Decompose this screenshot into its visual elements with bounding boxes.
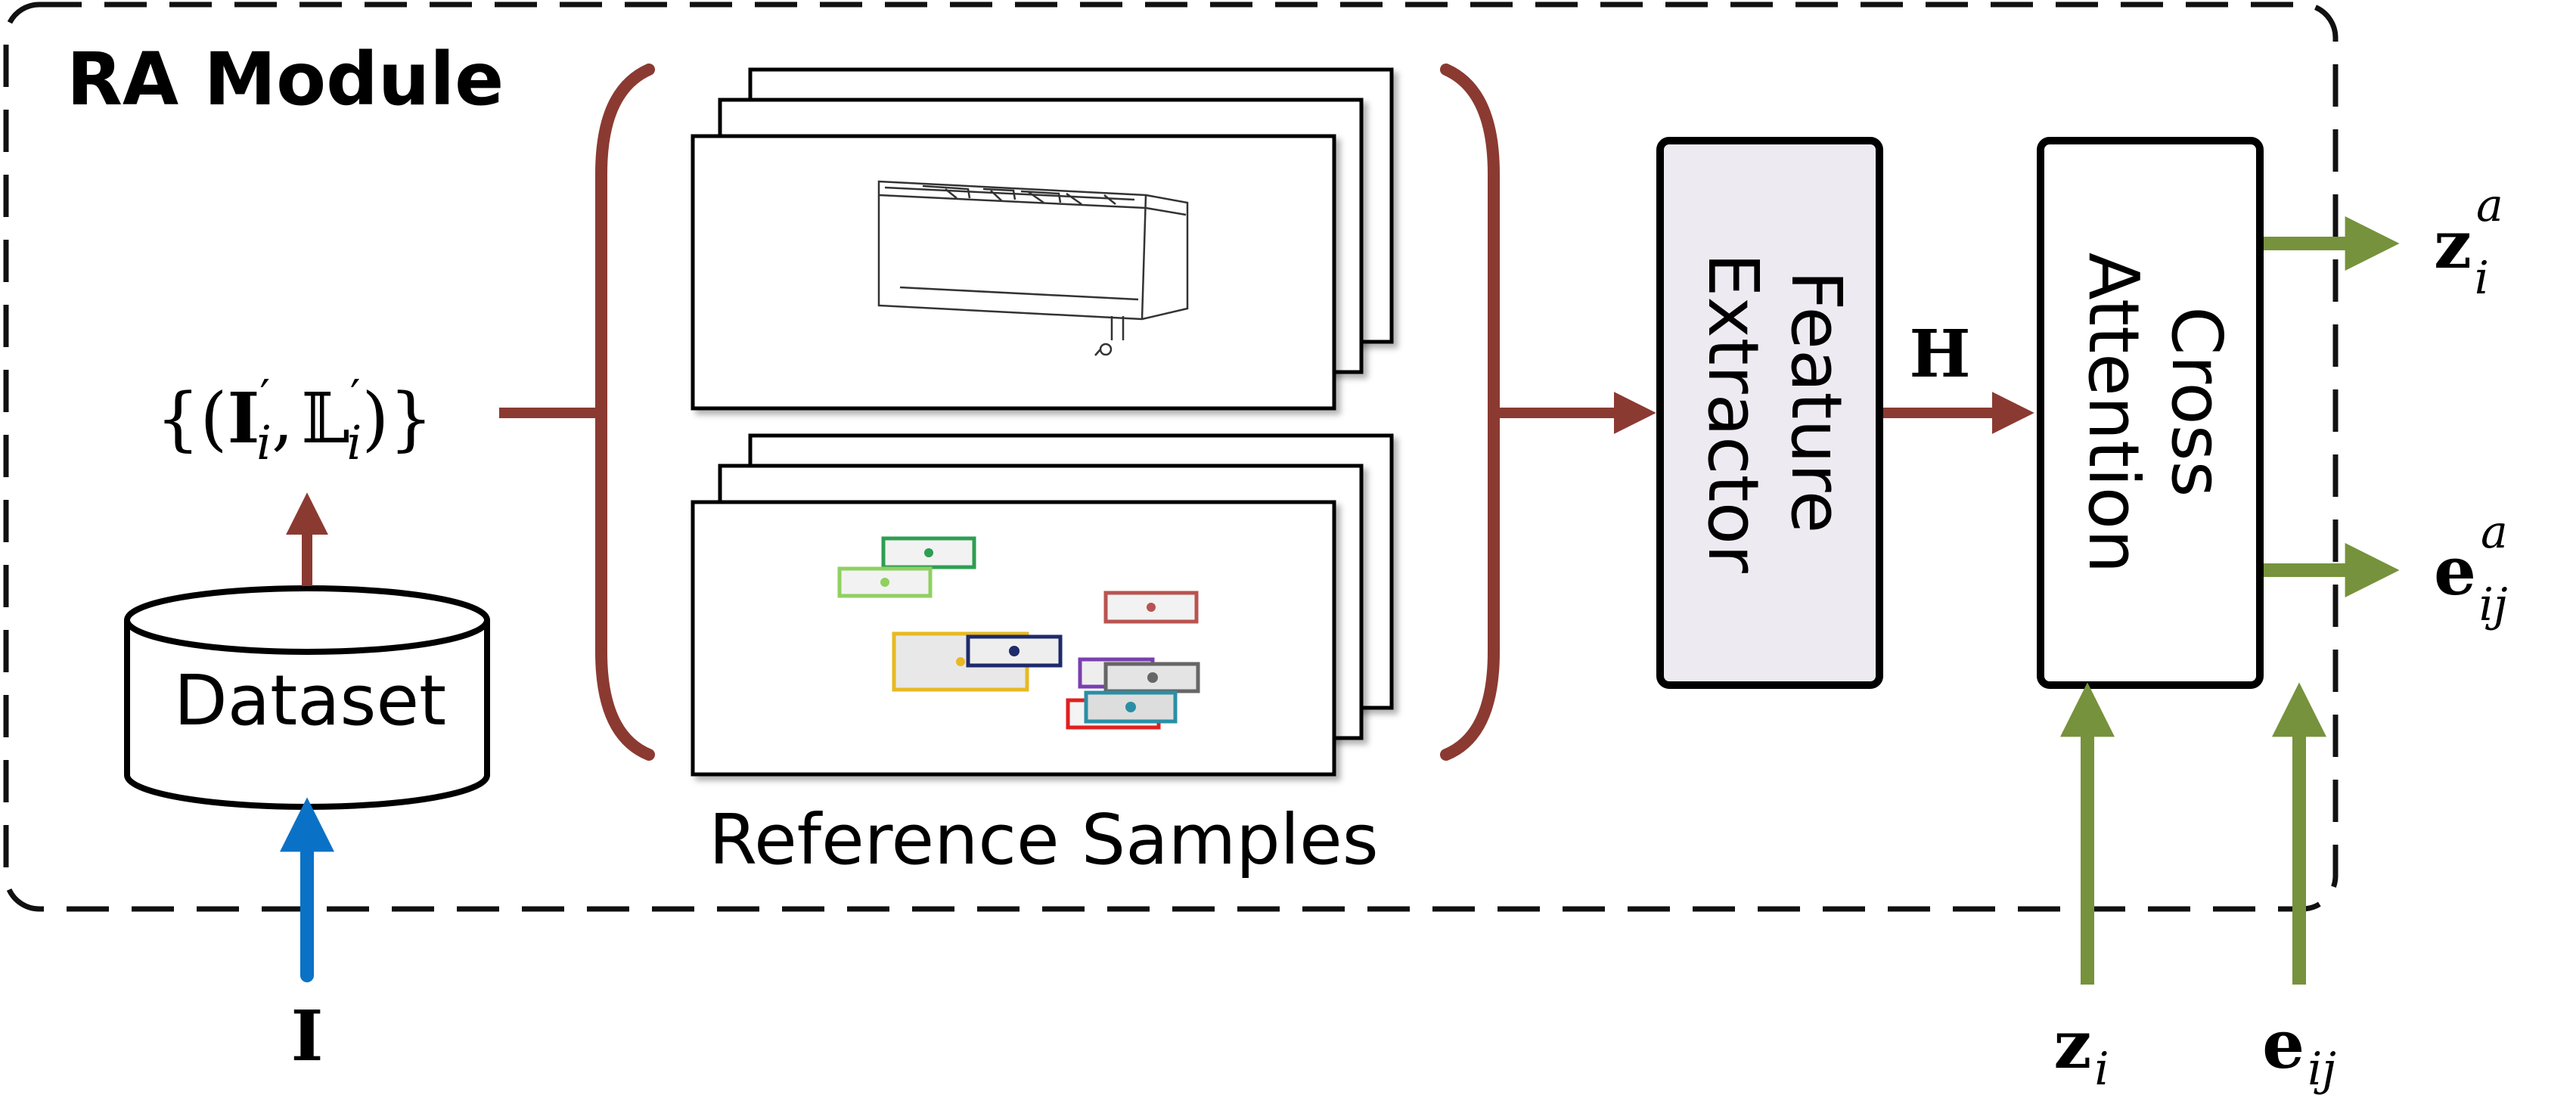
reference-samples-label: Reference Samples bbox=[709, 799, 1378, 880]
input-image-symbol: I bbox=[290, 995, 323, 1077]
ra-module-boundary bbox=[3, 2, 2339, 912]
layout-bounding-boxes bbox=[837, 536, 1200, 730]
left-bracket bbox=[595, 64, 655, 761]
input-e-label: eij bbox=[2262, 1005, 2336, 1096]
reference-image-stack bbox=[691, 67, 1394, 411]
feature-extractor-label: Feature Extractor bbox=[1693, 253, 1857, 573]
feature-extractor-box bbox=[1656, 137, 1883, 689]
cross-attention-box bbox=[2037, 137, 2264, 689]
air-conditioner-sketch bbox=[877, 180, 1189, 356]
reference-layout-stack bbox=[691, 433, 1394, 777]
dataset-cylinder: Dataset bbox=[124, 585, 490, 810]
cross-attention-label: Cross Attention bbox=[2073, 253, 2237, 574]
module-title: RA Module bbox=[67, 37, 504, 122]
dataset-label: Dataset bbox=[174, 660, 446, 741]
features-symbol: H bbox=[1909, 316, 1970, 392]
input-z-label: zi bbox=[2053, 1005, 2109, 1096]
right-bracket bbox=[1440, 64, 1500, 761]
retrieved-set-label: {(I′i,𝕃′i)} bbox=[156, 371, 433, 470]
